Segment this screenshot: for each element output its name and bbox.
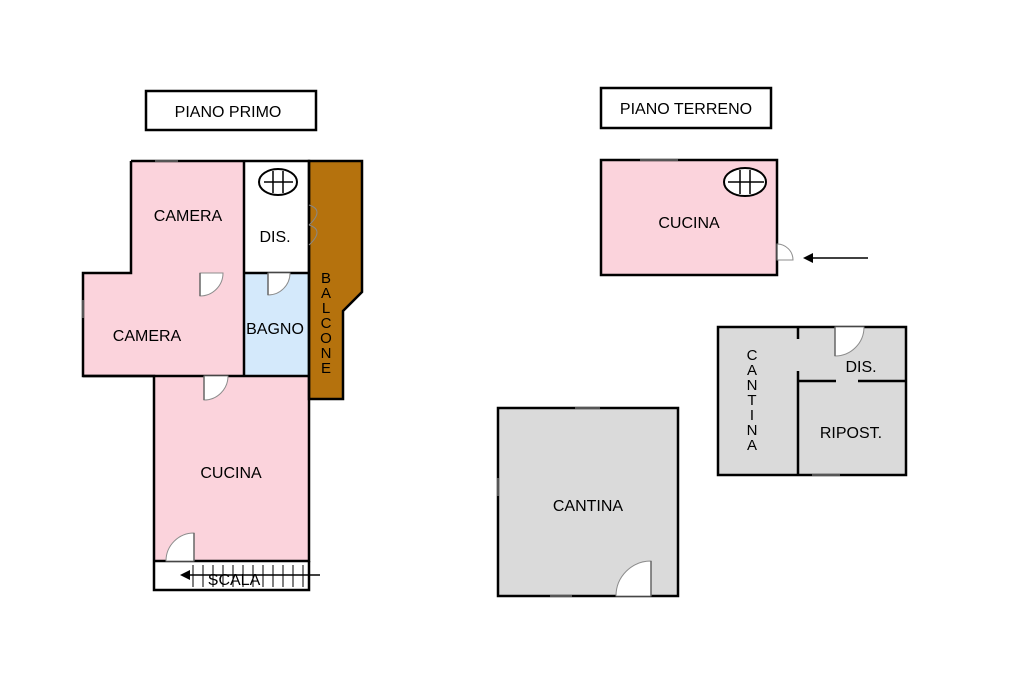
- label-balcone-letter: C: [321, 315, 332, 332]
- cellar-block: [718, 327, 906, 475]
- door-swing-icon: [615, 560, 652, 597]
- room-cucina: [154, 376, 309, 561]
- balcony-door-icon: [308, 204, 318, 246]
- ground-floor-plan: CUCINA C A N T I N A DIS. RIPOST.: [496, 158, 908, 598]
- label-balcone-letter: A: [321, 285, 331, 302]
- label-cantina-letter: A: [747, 437, 757, 454]
- room-camera-left: [83, 273, 244, 376]
- label-camera-left: CAMERA: [113, 328, 182, 345]
- door-swing-icon: [776, 243, 794, 261]
- door-swing-icon: [834, 326, 865, 357]
- label-dis-ground: DIS.: [845, 359, 876, 376]
- label-dis: DIS.: [259, 229, 290, 246]
- label-balcone-letter: O: [320, 330, 332, 347]
- boiler-icon: [723, 167, 767, 197]
- title-first-floor: PIANO PRIMO: [144, 89, 318, 132]
- label-cantina-large: CANTINA: [553, 498, 624, 515]
- label-balcone: B A L C O N E: [320, 270, 332, 377]
- label-cantina-letter: A: [747, 362, 757, 379]
- stair-treads-icon: [192, 565, 304, 587]
- label-balcone-letter: N: [321, 345, 332, 362]
- label-cucina-first: CUCINA: [200, 465, 262, 482]
- first-floor-plan: CAMERA DIS. CAMERA BAGNO CUCINA SCALA B …: [81, 159, 364, 592]
- label-ripost: RIPOST.: [820, 425, 882, 442]
- label-cantina-letter: N: [747, 422, 758, 439]
- label-scala: SCALA: [208, 572, 261, 589]
- room-camera-top: [131, 161, 244, 273]
- label-cantina-letter: T: [747, 392, 756, 409]
- label-cucina-ground: CUCINA: [658, 215, 720, 232]
- label-balcone-letter: B: [321, 270, 331, 287]
- label-balcone-letter: L: [322, 300, 330, 317]
- title-ground-floor-text: PIANO TERRENO: [620, 101, 752, 118]
- balcony: [309, 161, 362, 399]
- boiler-icon: [258, 168, 298, 196]
- label-cantina-letter: C: [747, 347, 758, 364]
- label-cantina-letter: I: [750, 407, 754, 424]
- label-cantina-letter: N: [747, 377, 758, 394]
- label-balcone-letter: E: [321, 360, 331, 377]
- label-bagno: BAGNO: [246, 321, 304, 338]
- door-swing-icon: [165, 532, 195, 562]
- entrance-arrow-icon: [803, 253, 868, 263]
- door-swing-icon: [267, 272, 291, 296]
- door-swing-icon: [203, 375, 229, 401]
- door-swing-icon: [199, 272, 224, 297]
- title-ground-floor: PIANO TERRENO: [599, 86, 773, 130]
- label-camera-top: CAMERA: [154, 208, 223, 225]
- label-cantina-small: C A N T I N A: [747, 347, 758, 454]
- title-first-floor-text: PIANO PRIMO: [175, 104, 282, 121]
- entrance-arrow-icon: [180, 570, 320, 580]
